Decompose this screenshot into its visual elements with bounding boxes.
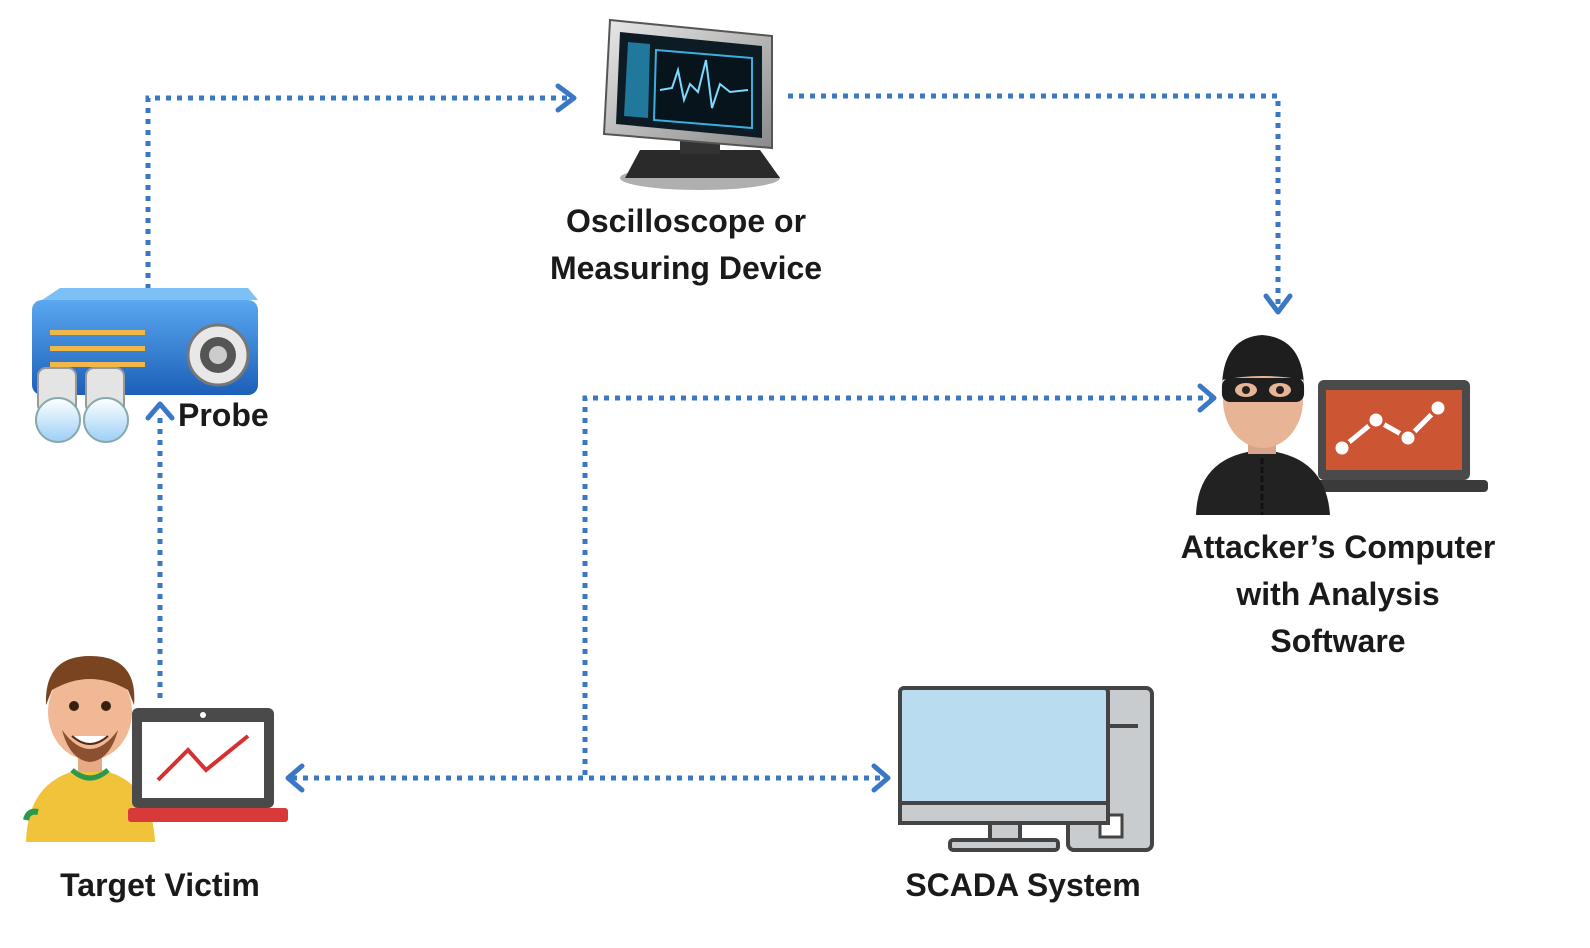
connector-oscilloscope-to-attacker — [788, 93, 1281, 305]
arrow-to-scada — [871, 763, 891, 793]
desktop-computer-icon — [898, 686, 1154, 852]
victim-label: Target Victim — [30, 862, 290, 909]
attacker-label: Attacker’s Computer with Analysis Softwa… — [1150, 524, 1526, 665]
scada-label: SCADA System — [880, 862, 1166, 909]
hacker-laptop-icon — [1196, 335, 1488, 515]
connector-probe-to-oscilloscope — [145, 95, 570, 300]
arrow-to-victim — [285, 763, 305, 793]
attacker-label-line3: Software — [1270, 623, 1406, 659]
oscilloscope-label: Oscilloscope or Measuring Device — [520, 198, 852, 292]
probe-label-text: Probe — [178, 397, 269, 433]
probe-device-icon — [32, 288, 258, 443]
attacker-label-line2: with Analysis — [1236, 576, 1440, 612]
arrowheads — [145, 83, 1293, 793]
person-laptop-icon — [23, 656, 288, 842]
arrow-to-attacker-side — [1197, 383, 1217, 413]
arrow-to-probe — [145, 401, 175, 421]
oscilloscope-label-line1: Oscilloscope or — [565, 203, 807, 239]
oscilloscope-monitor-icon — [602, 18, 780, 190]
probe-label: Probe — [178, 392, 269, 439]
oscilloscope-label-line2: Measuring Device — [549, 250, 823, 286]
scada-label-text: SCADA System — [905, 867, 1141, 903]
arrow-to-oscilloscope — [555, 83, 577, 113]
victim-label-text: Target Victim — [60, 867, 260, 903]
attacker-label-line1: Attacker’s Computer — [1180, 529, 1496, 565]
connector-bus-to-attacker — [582, 395, 1210, 775]
connectors — [145, 93, 1281, 781]
arrow-to-attacker-top — [1263, 293, 1293, 315]
